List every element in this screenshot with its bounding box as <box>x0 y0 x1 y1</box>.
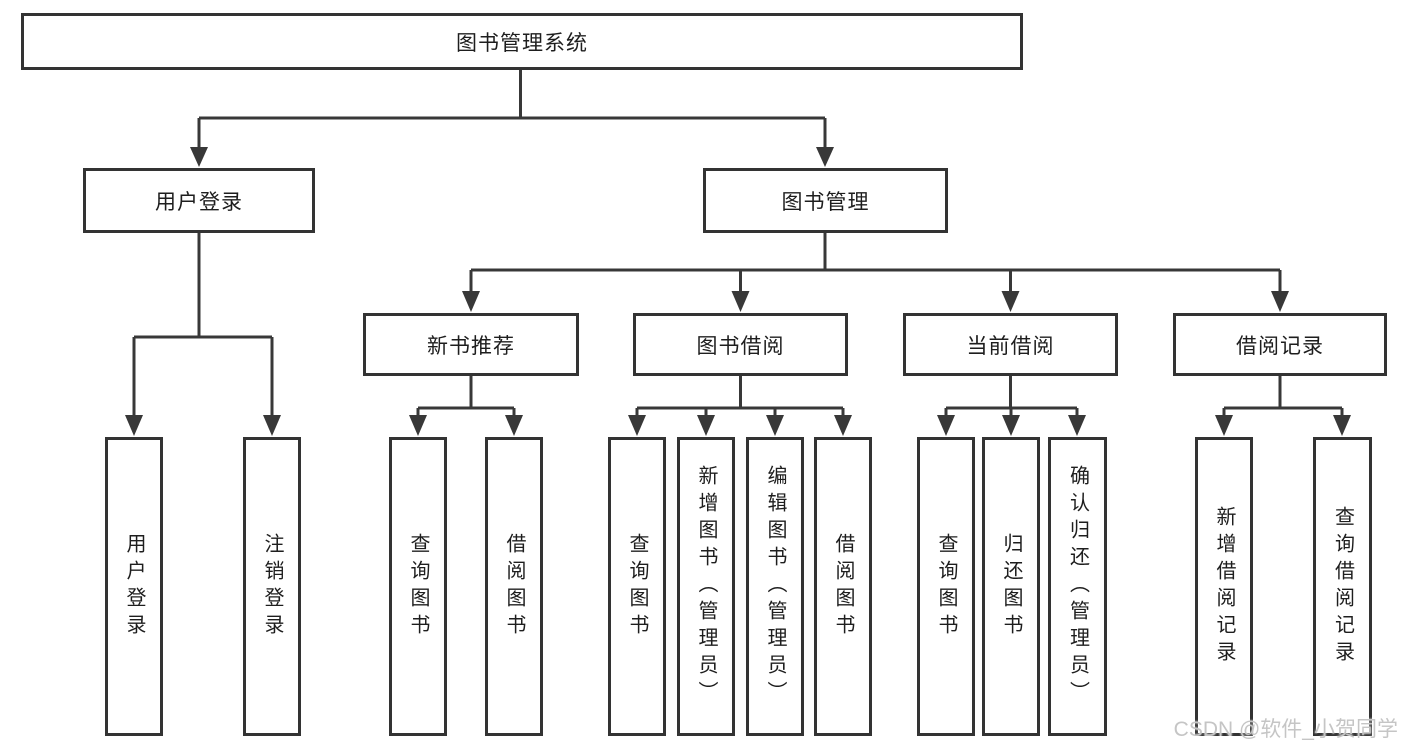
node-book-management-label: 图书管理 <box>781 190 870 214</box>
leaf-user-login: 用户登录 <box>105 437 163 736</box>
arrowhead-icons <box>125 147 1351 436</box>
node-user-login: 用户登录 <box>83 168 315 233</box>
csdn-watermark: CSDN @软件_小贺同学 <box>1173 718 1398 741</box>
node-book-borrowing-label: 图书借阅 <box>696 334 785 358</box>
leaf-bb-edit-books-admin-label: 编辑图书（管理员） <box>764 465 786 708</box>
leaf-bb-borrow-books: 借阅图书 <box>814 437 872 736</box>
leaf-user-login-label: 用户登录 <box>123 532 145 641</box>
leaf-cb-confirm-return-admin-label: 确认归还（管理员） <box>1066 465 1089 708</box>
node-root-label: 图书管理系统 <box>456 31 588 55</box>
node-new-book-recommend: 新书推荐 <box>363 313 579 376</box>
leaf-cb-return-books: 归还图书 <box>982 437 1040 736</box>
leaf-br-query-record: 查询借阅记录 <box>1313 437 1372 736</box>
node-current-borrowing: 当前借阅 <box>903 313 1118 376</box>
leaf-bb-query-books: 查询图书 <box>608 437 666 736</box>
leaf-logout: 注销登录 <box>243 437 301 736</box>
leaf-cb-return-books-label: 归还图书 <box>1000 532 1022 641</box>
node-new-book-recommend-label: 新书推荐 <box>427 334 515 358</box>
node-borrow-records-label: 借阅记录 <box>1236 334 1324 358</box>
leaf-logout-label: 注销登录 <box>261 532 283 641</box>
leaf-cb-confirm-return-admin: 确认归还（管理员） <box>1048 437 1107 736</box>
leaf-bb-query-books-label: 查询图书 <box>626 532 648 641</box>
node-user-login-label: 用户登录 <box>155 190 243 214</box>
leaf-newrec-query-books-label: 查询图书 <box>407 532 429 641</box>
leaf-newrec-borrow-books-label: 借阅图书 <box>503 532 525 641</box>
node-current-borrowing-label: 当前借阅 <box>966 334 1055 358</box>
node-book-management: 图书管理 <box>703 168 948 233</box>
leaf-newrec-borrow-books: 借阅图书 <box>485 437 543 736</box>
node-book-borrowing: 图书借阅 <box>633 313 848 376</box>
leaf-bb-edit-books-admin: 编辑图书（管理员） <box>746 437 804 736</box>
leaf-bb-add-books-admin-label: 新增图书（管理员） <box>695 465 717 708</box>
leaf-br-add-record: 新增借阅记录 <box>1195 437 1253 736</box>
leaf-bb-borrow-books-label: 借阅图书 <box>832 532 854 641</box>
leaf-bb-add-books-admin: 新增图书（管理员） <box>677 437 735 736</box>
node-root: 图书管理系统 <box>21 13 1023 70</box>
leaf-cb-query-books: 查询图书 <box>917 437 975 736</box>
leaf-br-query-record-label: 查询借阅记录 <box>1331 505 1354 668</box>
leaf-br-add-record-label: 新增借阅记录 <box>1213 505 1235 668</box>
node-borrow-records: 借阅记录 <box>1173 313 1387 376</box>
leaf-newrec-query-books: 查询图书 <box>389 437 447 736</box>
connector-lines <box>132 70 1344 422</box>
leaf-cb-query-books-label: 查询图书 <box>935 532 957 641</box>
